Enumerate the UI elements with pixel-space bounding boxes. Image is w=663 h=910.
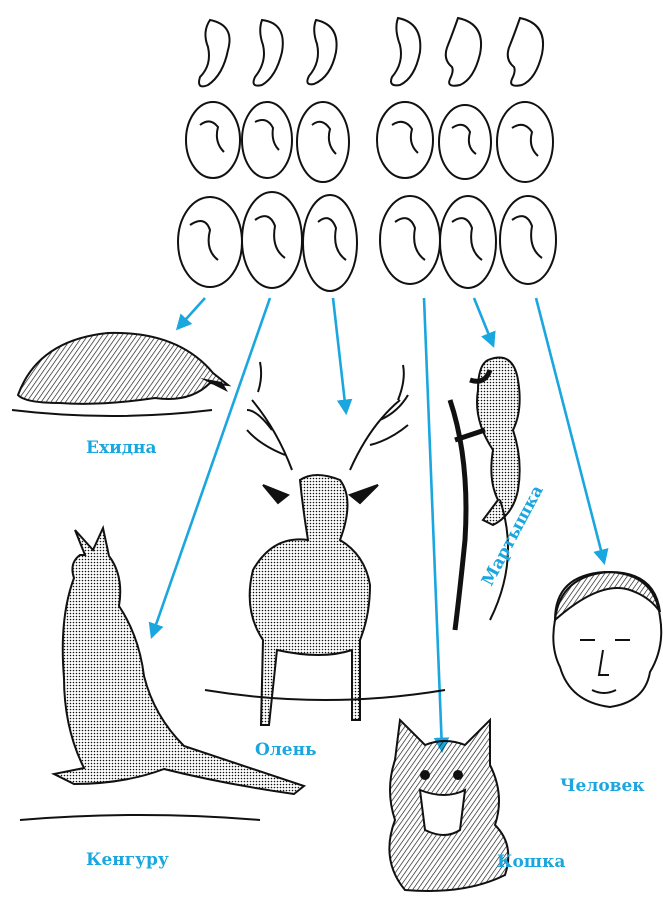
label-deer: Олень xyxy=(255,740,317,760)
embryo-kangaroo-stage-3 xyxy=(242,192,302,288)
embryo-deer-stage-1 xyxy=(307,20,336,84)
label-kangaroo: Кенгуру xyxy=(86,850,169,870)
embryo-cat-stage-3 xyxy=(380,196,440,284)
arrow-to-monkey xyxy=(474,298,493,345)
embryo-monkey-stage-1 xyxy=(446,18,481,86)
embryo-kangaroo-stage-2 xyxy=(242,102,292,178)
deer-illustration xyxy=(205,362,445,725)
embryo-human-stage-2 xyxy=(497,102,553,182)
embryo-monkey-stage-2 xyxy=(439,105,491,179)
embryo-deer-stage-3 xyxy=(303,195,357,291)
embryo-human-stage-3 xyxy=(500,196,556,284)
embryo-echidna-stage-3 xyxy=(178,197,242,287)
embryo-grid xyxy=(178,18,556,291)
label-human: Человек xyxy=(560,776,645,796)
arrow-to-human xyxy=(536,298,604,562)
embryo-cat-stage-2 xyxy=(377,102,433,178)
label-cat: Кошка xyxy=(497,852,565,872)
arrow-to-cat xyxy=(424,298,442,750)
embryo-monkey-stage-3 xyxy=(440,196,496,288)
embryo-deer-stage-2 xyxy=(297,102,349,182)
arrows xyxy=(152,298,604,750)
echidna-illustration xyxy=(12,333,228,416)
embryo-echidna-stage-1 xyxy=(199,20,230,86)
embryo-echidna-stage-2 xyxy=(186,102,240,178)
monkey-illustration xyxy=(450,358,520,631)
embryo-row-1 xyxy=(199,18,543,86)
embryo-human-stage-1 xyxy=(508,18,543,86)
embryo-row-2 xyxy=(186,102,553,182)
cat-illustration xyxy=(389,720,508,891)
embryo-kangaroo-stage-1 xyxy=(254,20,283,86)
arrow-to-echidna xyxy=(178,298,205,328)
embryo-cat-stage-1 xyxy=(391,18,420,85)
arrow-to-deer xyxy=(333,298,346,412)
human-illustration xyxy=(553,572,661,707)
embryo-row-3 xyxy=(178,192,556,291)
label-echidna: Ехидна xyxy=(86,438,157,458)
